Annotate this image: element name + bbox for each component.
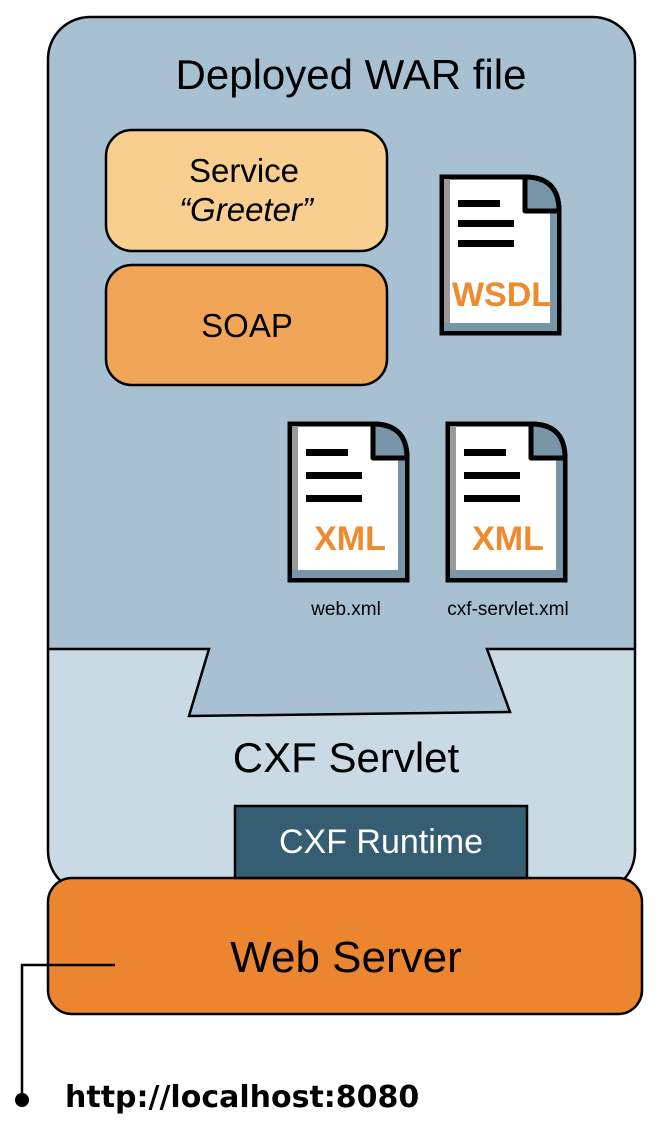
webserver-label: Web Server [230,933,462,982]
web-xml-caption: web.xml [310,599,381,620]
service-box[interactable]: Service “Greeter” [104,128,389,253]
web-xml-document-icon[interactable]: XML [287,421,410,583]
service-name: “Greeter” [179,191,315,228]
webserver-box[interactable]: Web Server [46,876,644,1016]
service-label: Service [189,152,299,189]
endpoint-url[interactable]: http://localhost:8080 [65,1080,419,1115]
text-line-3 [464,495,520,502]
text-line-2 [306,472,362,479]
text-line-1 [306,449,348,456]
war-title: Deployed WAR file [176,51,527,98]
runtime-label: CXF Runtime [279,823,483,861]
text-line-1 [464,449,506,456]
wsdl-document-icon[interactable]: WSDL [439,174,562,336]
war-servlet-divider [48,647,635,718]
text-line-2 [464,472,520,479]
text-line-3 [458,240,514,247]
cxf-servlet-xml-tag: XML [472,520,544,558]
soap-label: SOAP [201,307,293,344]
endpoint-dot [15,1093,29,1107]
text-line-3 [306,495,362,502]
text-line-1 [458,200,500,207]
cxf-servlet-xml-document-icon[interactable]: XML [445,421,568,583]
servlet-title: CXF Servlet [233,734,460,781]
endpoint-connector [15,963,115,1107]
web-xml-tag: XML [314,520,386,558]
runtime-box[interactable]: CXF Runtime [233,804,529,880]
wsdl-tag: WSDL [452,276,552,314]
cxf-servlet-xml-caption: cxf-servlet.xml [447,599,568,620]
soap-box[interactable]: SOAP [104,263,389,387]
text-line-2 [458,220,514,227]
